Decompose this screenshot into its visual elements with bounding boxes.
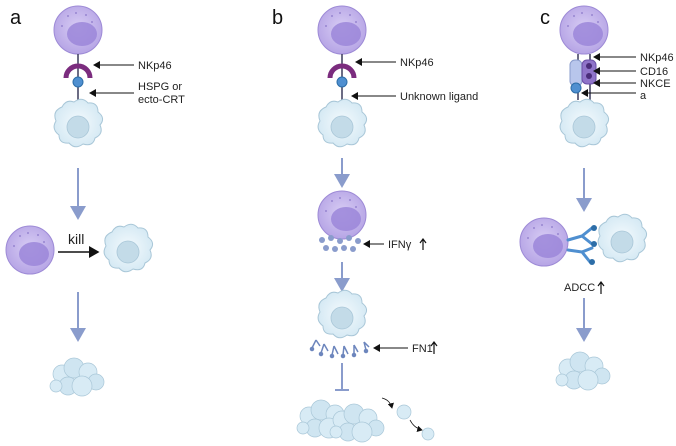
tumor-cell-icon	[103, 223, 154, 273]
tumor-debris-icon	[296, 399, 385, 443]
tumor-fragment-icon	[396, 404, 412, 420]
label-kill: kill	[68, 231, 84, 247]
tumor-cell-icon	[559, 98, 610, 148]
panel-c-letter: c	[540, 7, 550, 29]
nkce-engager-icon	[569, 59, 597, 94]
antibody-icon	[566, 225, 597, 265]
tumor-cell-icon	[597, 213, 648, 263]
label-unknown-ligand: Unknown ligand	[400, 91, 478, 103]
nk-cell-icon	[559, 5, 609, 55]
label-ifng: IFNγ	[388, 239, 412, 251]
label-a: a	[640, 90, 647, 102]
tumor-cell-icon	[53, 98, 104, 148]
tumor-fragment-icon	[421, 427, 435, 441]
label-nkp46-c: NKp46	[640, 52, 674, 64]
tumor-debris-icon	[555, 351, 611, 391]
label-nkp46-a: NKp46	[138, 60, 172, 72]
fibronectin-icon	[309, 339, 370, 359]
label-ecto-crt: ecto-CRT	[138, 94, 185, 106]
panel-a-letter: a	[10, 7, 22, 29]
ligand-icon	[72, 76, 84, 88]
nk-cell-icon	[317, 190, 367, 240]
label-adcc: ADCC	[564, 282, 595, 294]
label-fn1: FN1	[412, 343, 433, 355]
tumor-debris-icon	[49, 357, 105, 397]
label-nkp46-b: NKp46	[400, 57, 434, 69]
receptor-icon	[327, 63, 357, 79]
nk-cell-icon	[317, 5, 367, 55]
cytokine-dots-icon	[319, 235, 361, 252]
receptor-icon	[63, 63, 93, 79]
panel-b-letter: b	[272, 7, 283, 29]
up-arrow-icon	[419, 238, 427, 250]
label-cd16: CD16	[640, 66, 668, 78]
up-arrow-icon	[430, 341, 438, 354]
nk-cell-icon	[53, 5, 103, 55]
up-arrow-icon	[597, 281, 605, 294]
label-nkce: NKCE	[640, 78, 671, 90]
ligand-icon	[336, 76, 348, 88]
label-hspg: HSPG or	[138, 81, 182, 93]
nk-cell-icon	[519, 217, 569, 267]
nk-cell-icon	[5, 225, 55, 275]
tumor-cell-icon	[317, 289, 368, 339]
tumor-cell-icon	[317, 98, 368, 148]
